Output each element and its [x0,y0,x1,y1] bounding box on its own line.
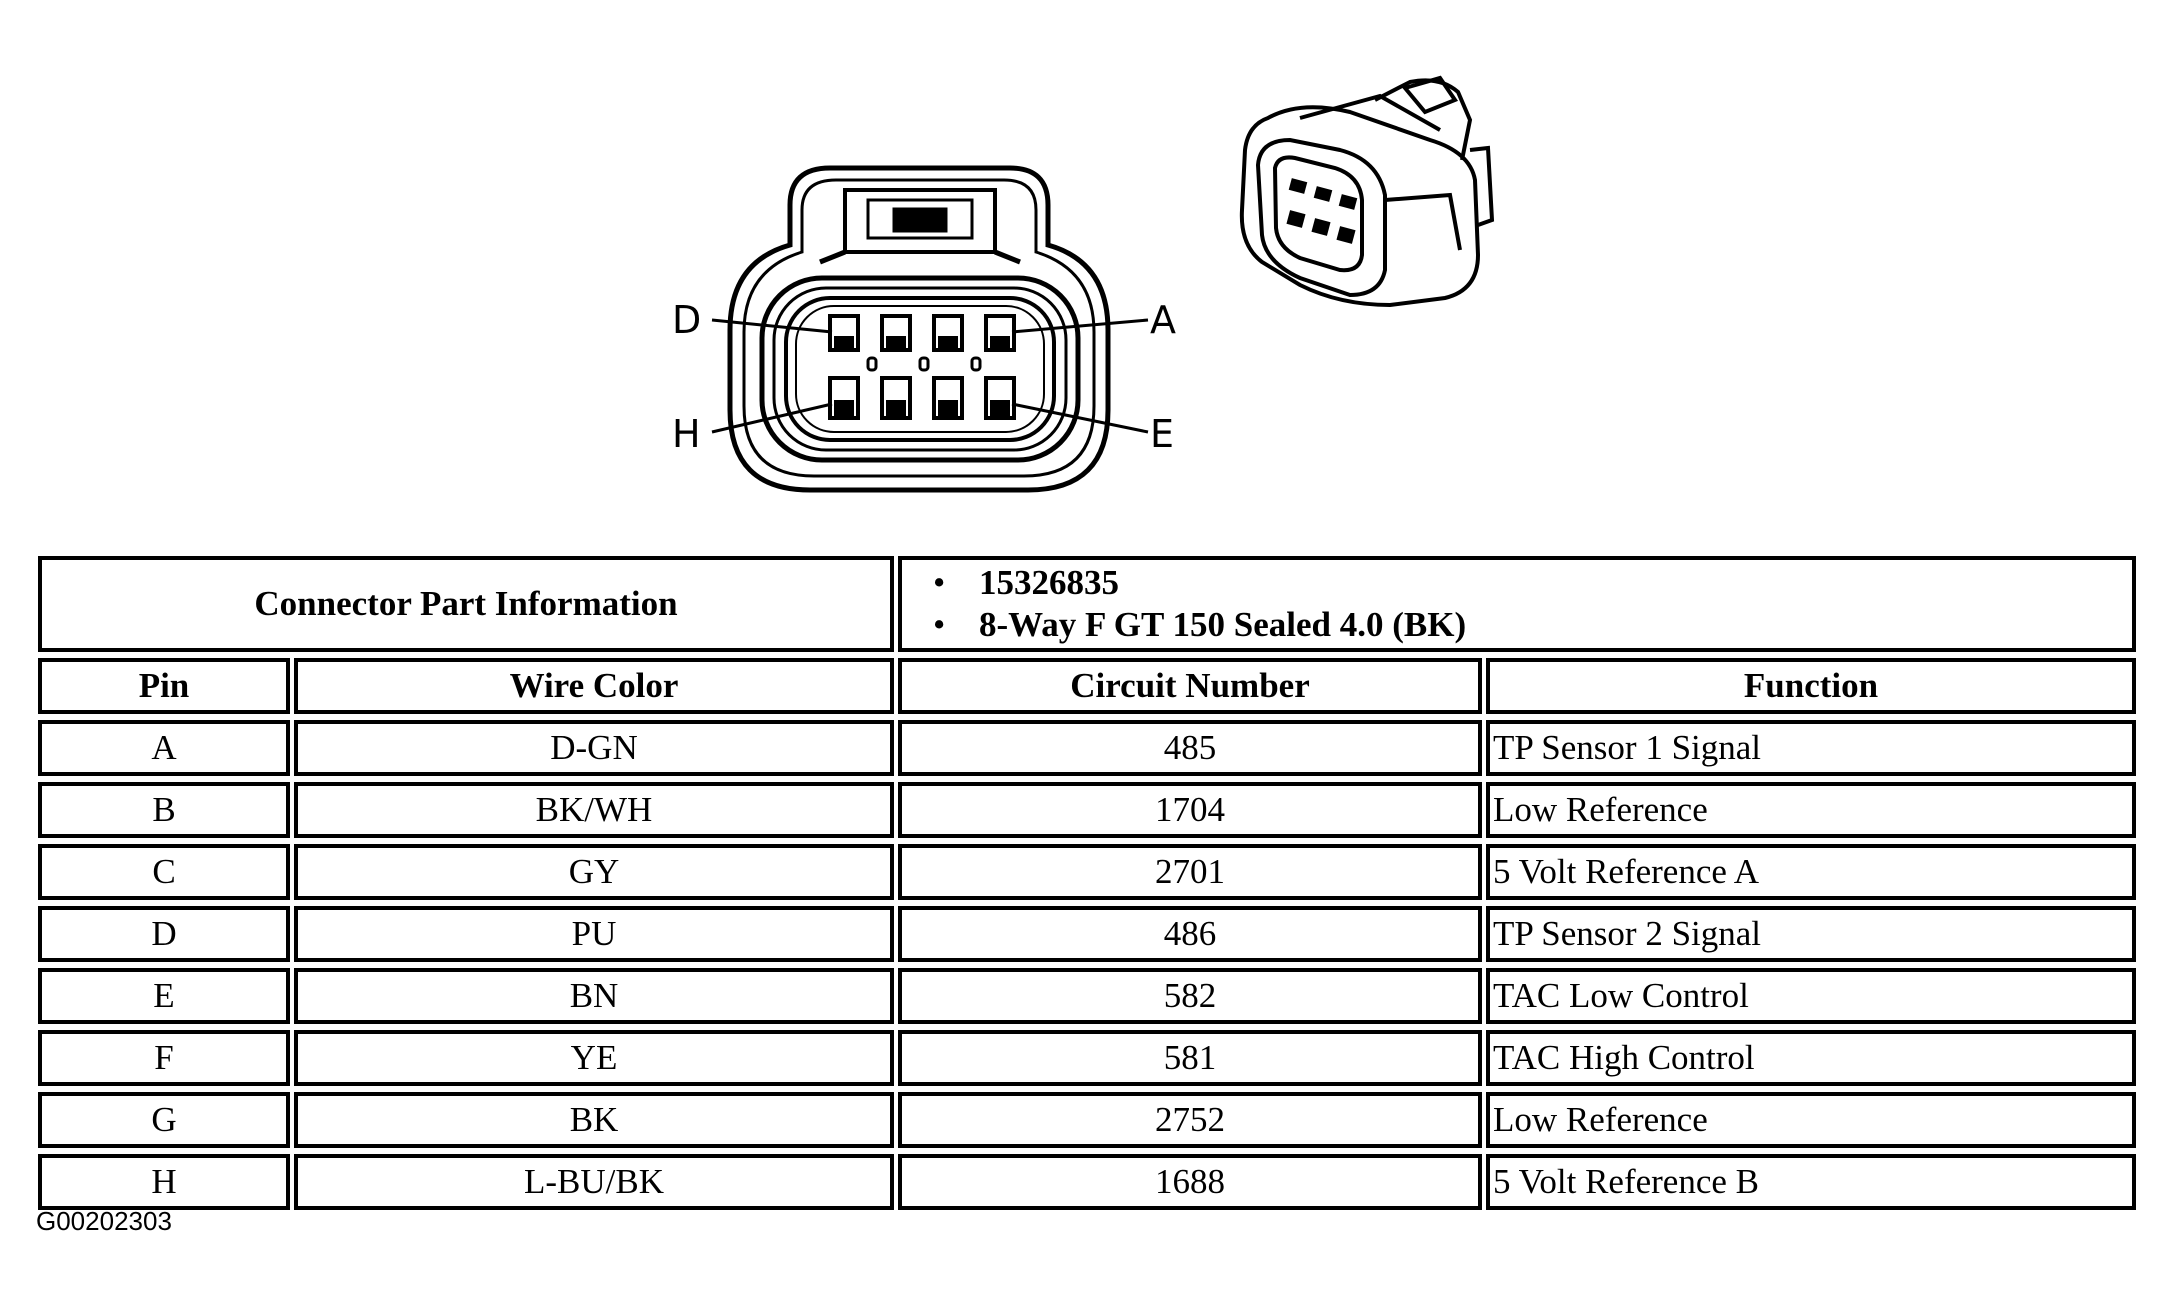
header-pin: Pin [38,658,290,714]
wire-color-cell: L-BU/BK [294,1154,894,1210]
circuit-number-cell: 2752 [898,1092,1482,1148]
pin-cell: F [38,1030,290,1086]
wire-color-cell: D-GN [294,720,894,776]
part-number: 15326835 [933,562,2133,604]
connector-description: 8-Way F GT 150 Sealed 4.0 (BK) [933,604,2133,646]
connector-part-info-label: Connector Part Information [38,556,894,652]
circuit-number-cell: 581 [898,1030,1482,1086]
pin-cell: B [38,782,290,838]
table-header-row: Pin Wire Color Circuit Number Function [38,658,2136,714]
function-cell: TP Sensor 2 Signal [1486,906,2136,962]
pin-cell: C [38,844,290,900]
connector-info-row: Connector Part Information 15326835 8-Wa… [38,556,2136,652]
table-row: C GY 2701 5 Volt Reference A [38,844,2136,900]
wire-color-cell: BK [294,1092,894,1148]
function-cell: 5 Volt Reference B [1486,1154,2136,1210]
connector-pinout-table: Connector Part Information 15326835 8-Wa… [38,556,2136,1216]
header-circuit-number: Circuit Number [898,658,1482,714]
header-function: Function [1486,658,2136,714]
table-row: D PU 486 TP Sensor 2 Signal [38,906,2136,962]
figure-id: G00202303 [36,1206,172,1236]
table-row: B BK/WH 1704 Low Reference [38,782,2136,838]
table-row: G BK 2752 Low Reference [38,1092,2136,1148]
table-row: H L-BU/BK 1688 5 Volt Reference B [38,1154,2136,1210]
callout-a: A [1150,298,1176,342]
function-cell: TP Sensor 1 Signal [1486,720,2136,776]
wire-color-cell: PU [294,906,894,962]
pin-cell: G [38,1092,290,1148]
connector-part-info-values: 15326835 8-Way F GT 150 Sealed 4.0 (BK) [898,556,2136,652]
connector-face-view [711,165,1149,493]
circuit-number-cell: 1688 [898,1154,1482,1210]
circuit-number-cell: 2701 [898,844,1482,900]
header-wire-color: Wire Color [294,658,894,714]
circuit-number-cell: 582 [898,968,1482,1024]
pin-cell: E [38,968,290,1024]
function-cell: TAC Low Control [1486,968,2136,1024]
function-cell: 5 Volt Reference A [1486,844,2136,900]
pin-cell: H [38,1154,290,1210]
function-cell: TAC High Control [1486,1030,2136,1086]
table-row: E BN 582 TAC Low Control [38,968,2136,1024]
connector-drawing: D A H E [672,75,1495,493]
wire-color-cell: GY [294,844,894,900]
circuit-number-cell: 485 [898,720,1482,776]
circuit-number-cell: 1704 [898,782,1482,838]
wire-color-cell: BN [294,968,894,1024]
callout-e: E [1150,412,1174,456]
callout-d: D [672,298,701,342]
callout-h: H [672,412,701,456]
pin-cell: A [38,720,290,776]
pin-cell: D [38,906,290,962]
function-cell: Low Reference [1486,782,2136,838]
function-cell: Low Reference [1486,1092,2136,1148]
connector-3d-view [1239,75,1495,308]
table-row: A D-GN 485 TP Sensor 1 Signal [38,720,2136,776]
wire-color-cell: BK/WH [294,782,894,838]
wire-color-cell: YE [294,1030,894,1086]
circuit-number-cell: 486 [898,906,1482,962]
table-row: F YE 581 TAC High Control [38,1030,2136,1086]
